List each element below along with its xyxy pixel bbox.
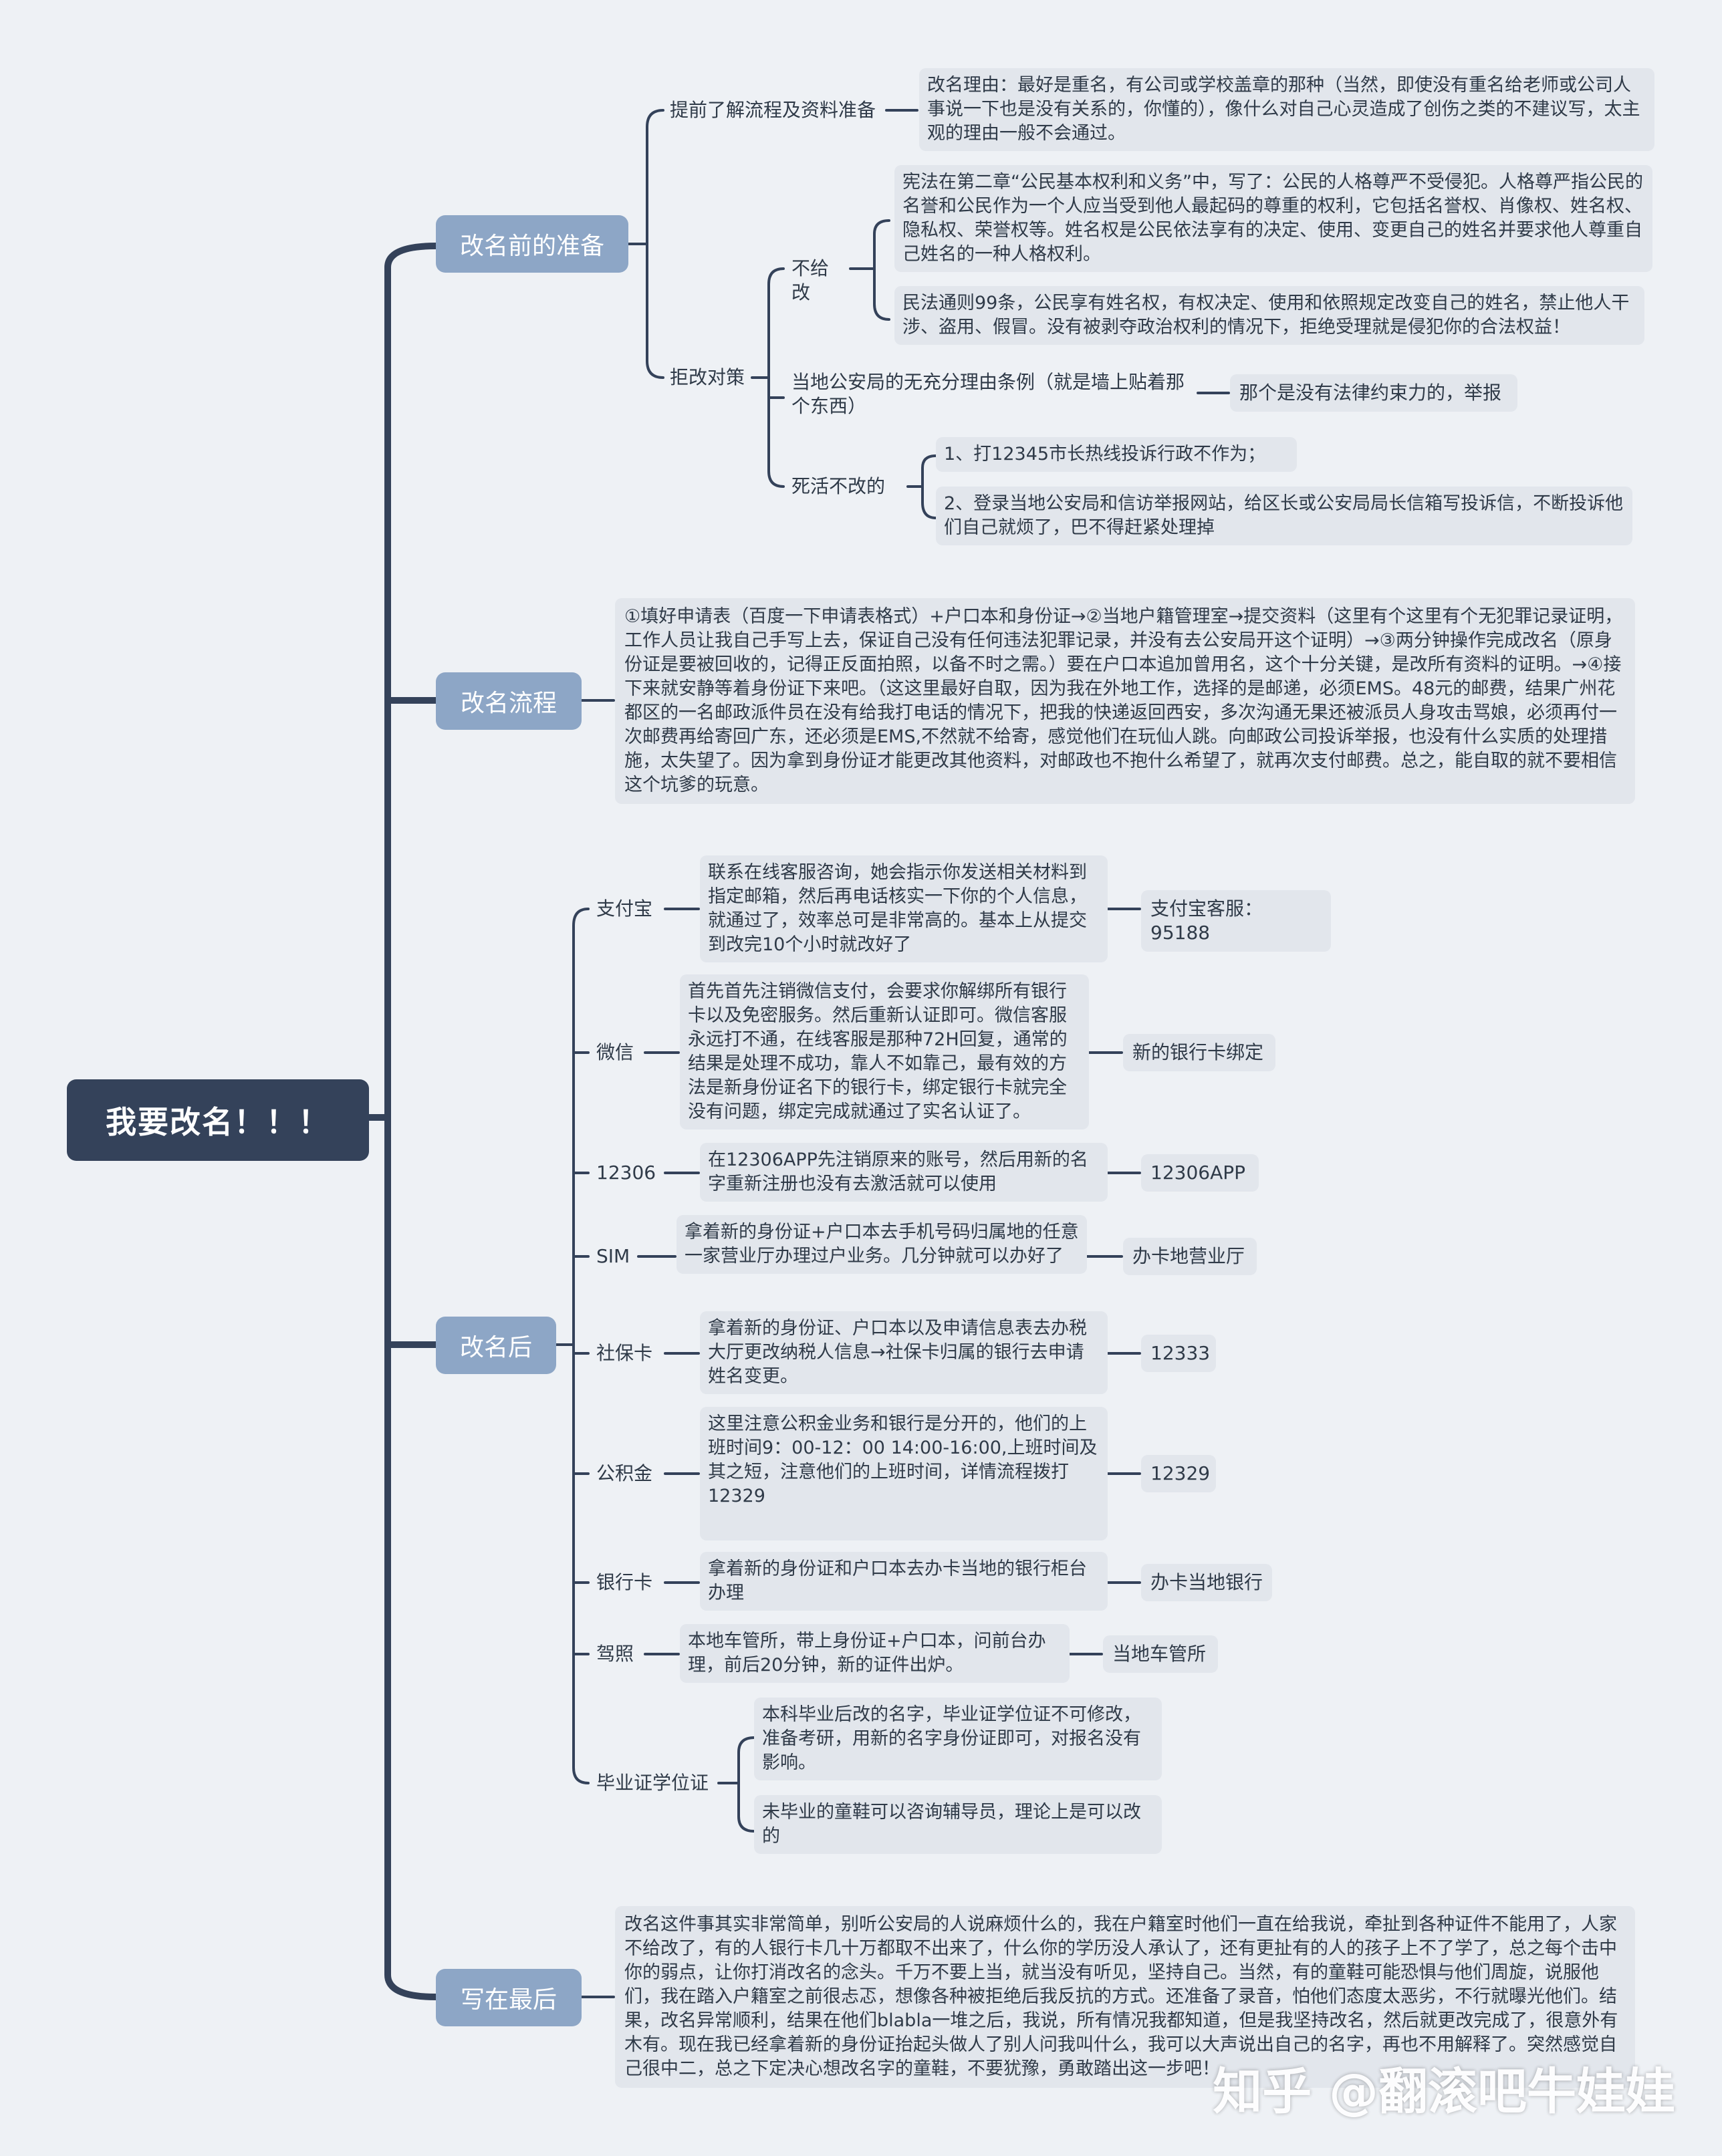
process-note: ①填好申请表（百度一下申请表格式）+户口本和身份证→②当地户籍管理室→提交资料（… (615, 598, 1635, 804)
after-license-tag: 当地车管所 (1103, 1635, 1218, 1673)
after-12306-note: 在12306APP先注销原来的账号，然后用新的名字重新注册也没有去激活就可以使用 (700, 1143, 1108, 1202)
after-12306-tag: 12306APP (1141, 1154, 1259, 1192)
after-license-note: 本地车管所，带上身份证+户口本，问前台办理，前后20分钟，新的证件出炉。 (680, 1624, 1070, 1683)
after-sim-label: SIM (596, 1245, 630, 1267)
watermark-text: 知乎 @翻滚吧牛娃娃 (1213, 2063, 1675, 2121)
section-final: 写在最后 (436, 1969, 582, 2026)
after-diploma-label: 毕业证学位证 (596, 1772, 709, 1794)
stubborn-note-complaint: 2、登录当地公安局和信访举报网站，给区长或公安局局长信箱写投诉信，不断投诉他们自… (936, 487, 1632, 545)
no-change-note-civil-law: 民法通则99条，公民享有姓名权，有权决定、使用和依照规定改变自己的姓名，禁止他人… (894, 286, 1644, 345)
after-social-tag: 12333 (1141, 1335, 1216, 1372)
after-bank-tag: 办卡当地银行 (1141, 1564, 1272, 1601)
after-social-label: 社保卡 (596, 1342, 653, 1364)
understand-note: 改名理由：最好是重名，有公司或学校盖章的那种（当然，即使没有重名给老师或公司人事… (919, 68, 1654, 151)
after-wechat-label: 微信 (596, 1041, 634, 1063)
final-note: 改名这件事其实非常简单，别听公安局的人说麻烦什么的，我在户籍室时他们一直在给我说… (615, 1906, 1635, 2088)
after-wechat-tag: 新的银行卡绑定 (1123, 1034, 1275, 1071)
root-node: 我要改名！！！ (67, 1079, 369, 1161)
after-diploma-note-graduated: 本科毕业后改的名字，毕业证学位证不可修改，准备考研，用新的名字身份证即可，对报名… (754, 1698, 1162, 1780)
local-rule-note: 那个是没有法律约束力的，举报 (1230, 374, 1517, 412)
after-alipay-note: 联系在线客服咨询，她会指示你发送相关材料到指定邮箱，然后再电话核实一下你的个人信… (700, 855, 1108, 962)
after-fund-tag: 12329 (1141, 1455, 1216, 1492)
after-fund-note: 这里注意公积金业务和银行是分开的，他们的上班时间9：00-12：00 14:00… (700, 1407, 1108, 1540)
after-bank-note: 拿着新的身份证和户口本去办卡当地的银行柜台办理 (700, 1552, 1108, 1611)
refuse-label: 拒改对策 (670, 366, 745, 388)
no-change-note-constitution: 宪法在第二章“公民基本权利和义务”中，写了：公民的人格尊严不受侵犯。人格尊严指公… (894, 165, 1652, 272)
stubborn-note-hotline: 1、打12345市长热线投诉行政不作为； (936, 437, 1297, 472)
understand-label: 提前了解流程及资料准备 (670, 99, 876, 121)
after-12306-label: 12306 (596, 1162, 656, 1184)
stubborn-label: 死活不改的 (791, 475, 886, 497)
after-sim-note: 拿着新的身份证+户口本去手机号码归属地的任意一家营业厅办理过户业务。几分钟就可以… (676, 1215, 1087, 1274)
after-social-note: 拿着新的身份证、户口本以及申请信息表去办税大厅更改纳税人信息→社保卡归属的银行去… (700, 1311, 1108, 1394)
after-diploma-note-undergrad: 未毕业的童鞋可以咨询辅导员，理论上是可以改的 (754, 1795, 1162, 1854)
section-after: 改名后 (436, 1317, 556, 1374)
after-alipay-label: 支付宝 (596, 898, 653, 920)
no-change-label: 不给改 (791, 257, 830, 304)
after-fund-label: 公积金 (596, 1462, 653, 1484)
after-alipay-tag: 支付宝客服：95188 (1141, 890, 1331, 952)
local-rule-label: 当地公安局的无充分理由条例（就是墙上贴着那个东西） (791, 371, 1185, 418)
after-license-label: 驾照 (596, 1643, 634, 1665)
after-sim-tag: 办卡地营业厅 (1123, 1238, 1257, 1275)
after-bank-label: 银行卡 (596, 1571, 653, 1593)
after-wechat-note: 首先首先注销微信支付，会要求你解绑所有银行卡以及免密服务。然后重新认证即可。微信… (680, 974, 1089, 1129)
section-prep: 改名前的准备 (436, 215, 628, 273)
section-process: 改名流程 (436, 672, 582, 730)
